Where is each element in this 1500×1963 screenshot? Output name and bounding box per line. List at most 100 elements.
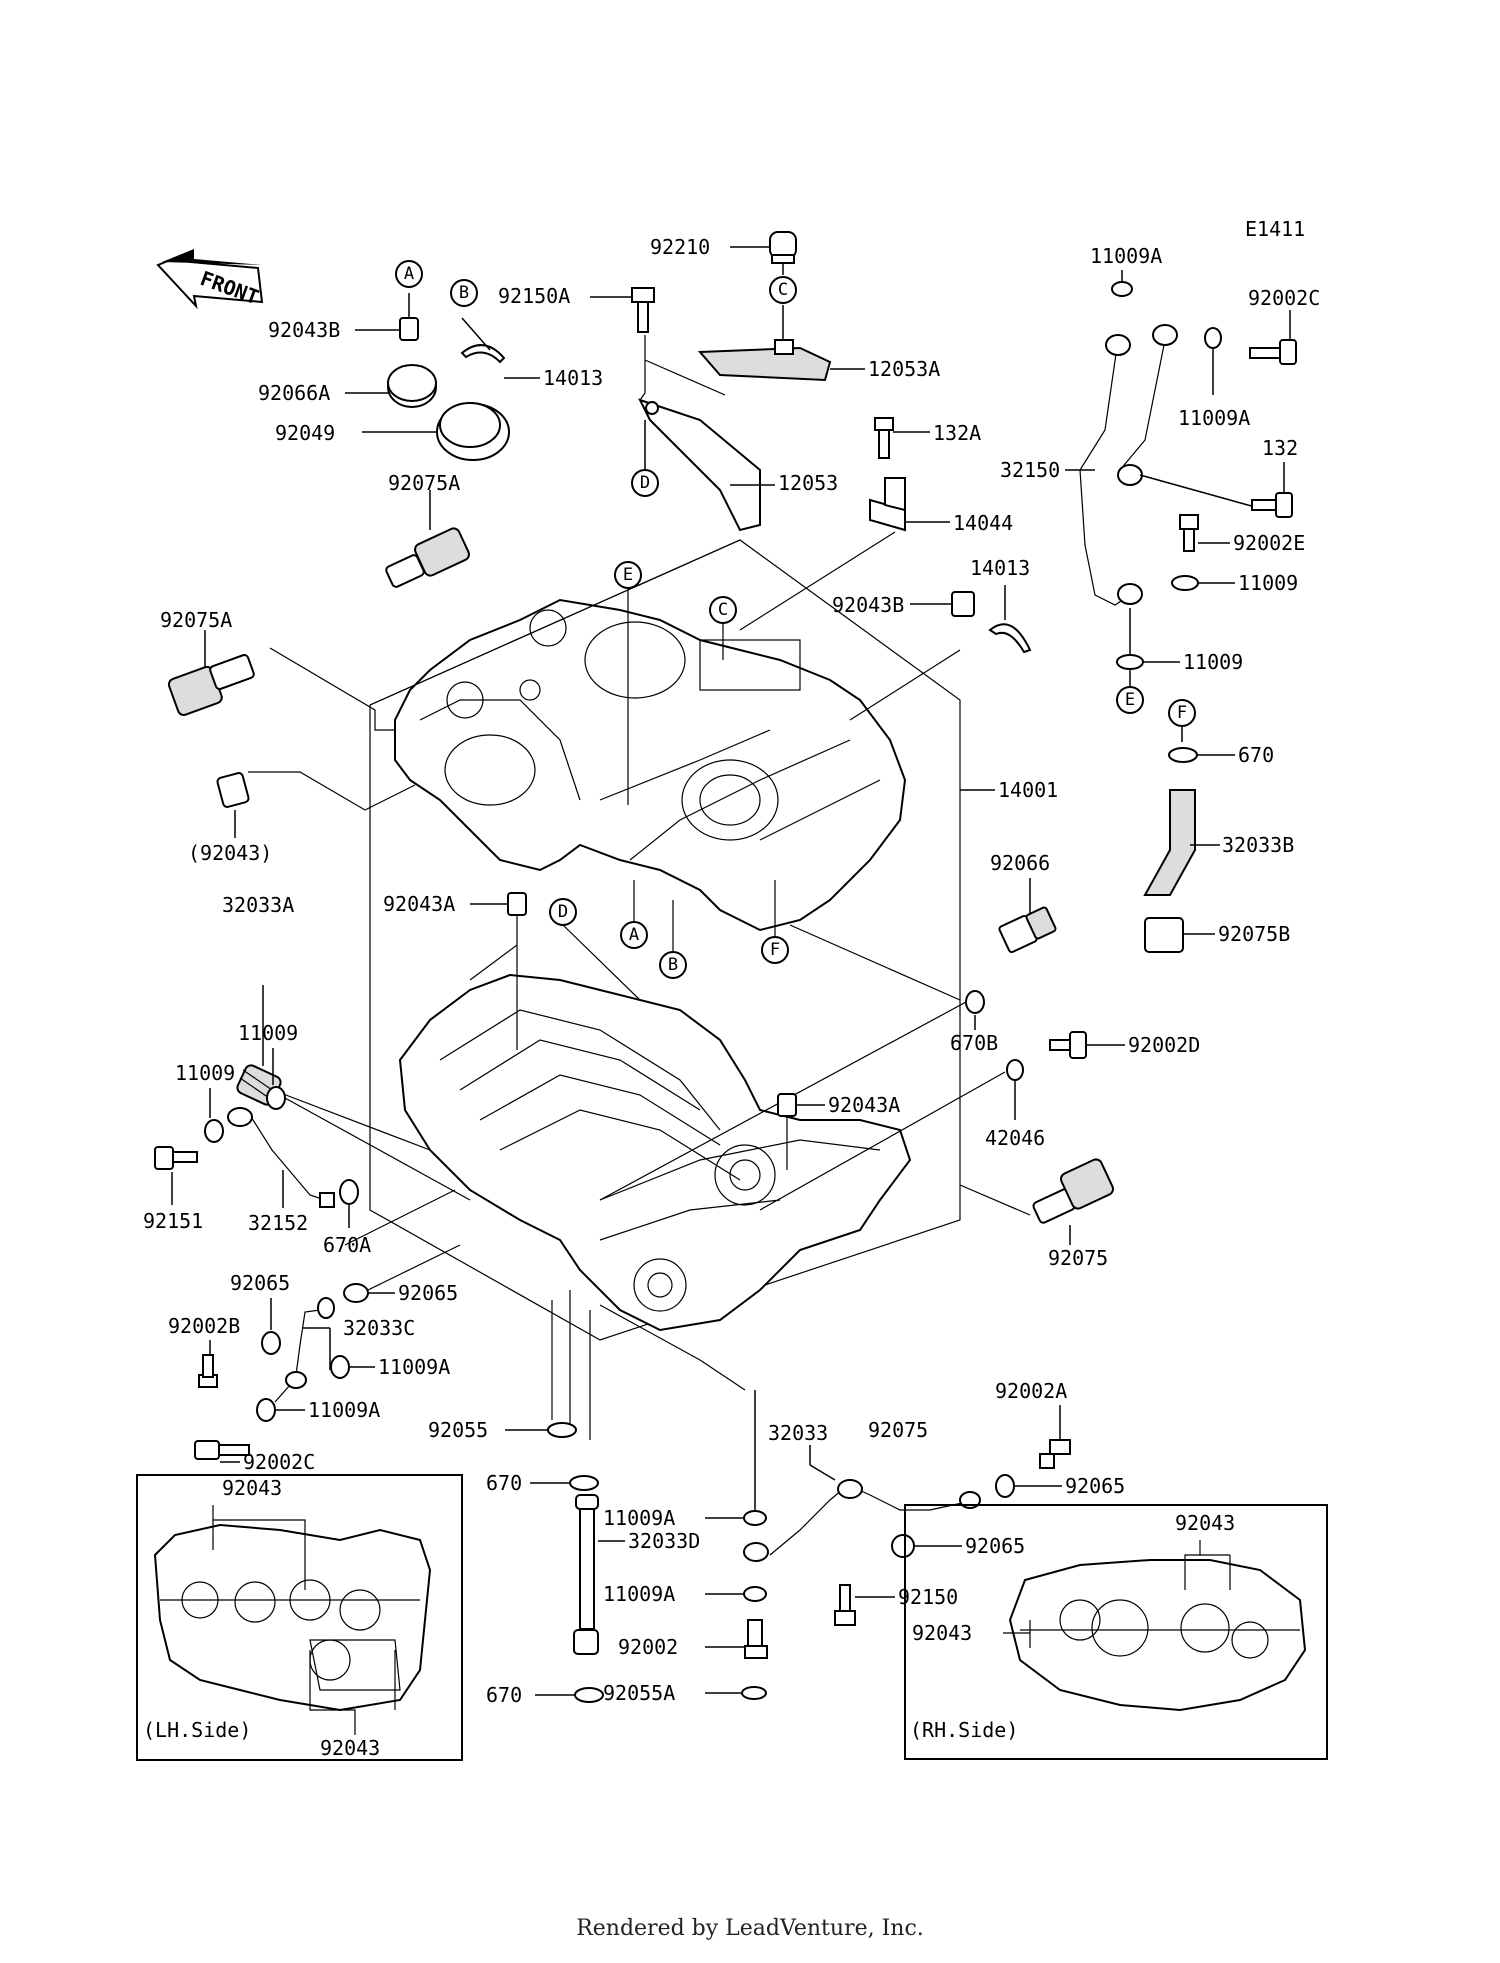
oil-pipe-32152	[227, 1107, 335, 1208]
washer-11009A-c1	[330, 1355, 350, 1379]
dowel-92043B-right	[951, 591, 975, 617]
front-arrow-icon: FRONT	[156, 249, 264, 309]
label-92150A: 92150A	[498, 284, 570, 308]
label-11009-l1: 11009	[238, 1021, 298, 1045]
dowel-92043-paren	[216, 772, 250, 808]
label-14013-top: 14013	[543, 366, 603, 390]
ref-circle-a-top: A	[395, 260, 423, 288]
o-ring-92055A	[741, 1686, 767, 1700]
label-32033B: 32033B	[1222, 833, 1294, 857]
svg-text:D: D	[558, 902, 568, 922]
label-14001: 14001	[998, 778, 1058, 802]
label-92002A: 92002A	[995, 1379, 1067, 1403]
o-ring-92055	[547, 1422, 577, 1438]
upper-crankcase-14001	[394, 598, 907, 932]
label-11009A-top: 11009A	[1090, 244, 1162, 268]
washer-11009A-d2	[743, 1586, 767, 1602]
label-92043B-mid: 92043B	[832, 593, 904, 617]
label-92043A-upper: 92043A	[383, 892, 455, 916]
washer-42046	[1006, 1059, 1024, 1081]
svg-text:A: A	[629, 925, 639, 945]
label-92075B: 92075B	[1218, 922, 1290, 946]
washer-11009-r1	[1171, 575, 1199, 591]
label-670-low1: 670	[486, 1471, 522, 1495]
washer-11009-l1	[204, 1119, 224, 1143]
label-92066: 92066	[990, 851, 1050, 875]
label-12053A: 12053A	[868, 357, 940, 381]
label-11009A-mid: 11009A	[1178, 406, 1250, 430]
washer-11009A-c2	[256, 1398, 276, 1422]
hose-32033B	[1143, 789, 1196, 896]
oil-pipe-32033	[743, 1479, 981, 1562]
shaft-92075A-left	[167, 654, 255, 716]
ref-circle-d-mid: D	[549, 898, 577, 926]
label-92065-c: 92065	[1065, 1474, 1125, 1498]
label-92065-d: 92065	[965, 1534, 1025, 1558]
label-670-top: 670	[1238, 743, 1274, 767]
bolt-92002E	[1179, 514, 1199, 552]
bolt-92002C-top	[1249, 339, 1297, 365]
label-132: 132	[1262, 436, 1298, 460]
label-92043B-top: 92043B	[268, 318, 340, 342]
bolt-92002B	[198, 1354, 218, 1388]
label-32033A: 32033A	[222, 893, 294, 917]
bearing-shell-14013-right	[988, 623, 1032, 654]
label-11009A-d2: 11009A	[603, 1582, 675, 1606]
label-92065-b: 92065	[398, 1281, 458, 1305]
washer-11009-l2	[266, 1086, 286, 1110]
svg-text:E: E	[623, 565, 633, 585]
label-670-low2: 670	[486, 1683, 522, 1707]
oil-pipe-32033C	[285, 1297, 335, 1389]
ref-circle-e-right: E	[1116, 686, 1144, 714]
label-92043-paren: (92043)	[188, 841, 272, 865]
washer-11009-r2	[1116, 654, 1144, 670]
o-ring-670-low2	[574, 1687, 604, 1703]
chain-guide-12053	[638, 398, 761, 532]
bracket-14044	[869, 477, 906, 532]
svg-text:A: A	[404, 264, 414, 284]
collar-92075B	[1144, 917, 1184, 953]
svg-text:B: B	[459, 283, 469, 303]
label-92049: 92049	[275, 421, 335, 445]
diagram-code: E1411	[1245, 217, 1305, 241]
ref-circle-c-mid: C	[709, 596, 737, 624]
label-32033: 32033	[768, 1421, 828, 1445]
label-92075A-left: 92075A	[160, 608, 232, 632]
shaft-92075-right	[1032, 1158, 1114, 1224]
inset-lh-callout-bottom: 92043	[320, 1736, 380, 1760]
label-92002: 92002	[618, 1635, 678, 1659]
label-32033C: 32033C	[343, 1316, 415, 1340]
bolt-132A	[874, 417, 894, 459]
inset-rh-side	[904, 1504, 1328, 1760]
label-11009A-c1: 11009A	[378, 1355, 450, 1379]
label-92002E: 92002E	[1233, 531, 1305, 555]
washer-92065-c	[995, 1474, 1015, 1498]
ref-circle-f-right: F	[1168, 699, 1196, 727]
dowel-92043A-a	[507, 892, 527, 916]
label-92075-low: 92075	[868, 1418, 928, 1442]
chain-tensioner-guide-12053A	[697, 339, 832, 382]
label-92210: 92210	[650, 235, 710, 259]
cap-92066A	[387, 364, 437, 408]
svg-text:F: F	[1177, 703, 1187, 723]
label-11009A-d1: 11009A	[603, 1506, 675, 1530]
oil-pipe-32150	[1079, 324, 1178, 606]
label-92065-a: 92065	[230, 1271, 290, 1295]
label-32152: 32152	[248, 1211, 308, 1235]
inset-rh-callout-left: 92043	[912, 1621, 972, 1645]
ref-circle-b-mid: B	[659, 951, 687, 979]
bearing-92049	[436, 402, 510, 461]
o-ring-670A	[339, 1179, 359, 1205]
label-14013-mid: 14013	[970, 556, 1030, 580]
inset-lh-side	[136, 1474, 463, 1761]
label-132A: 132A	[933, 421, 981, 445]
label-12053: 12053	[778, 471, 838, 495]
svg-text:F: F	[770, 940, 780, 960]
label-92151: 92151	[143, 1209, 203, 1233]
bolt-92002D	[1049, 1031, 1087, 1059]
bearing-shell-14013	[460, 344, 506, 364]
lower-crankcase	[398, 973, 912, 1332]
label-32150: 32150	[1000, 458, 1060, 482]
ref-circle-e-top: E	[614, 561, 642, 589]
ref-circle-f-mid: F	[761, 936, 789, 964]
